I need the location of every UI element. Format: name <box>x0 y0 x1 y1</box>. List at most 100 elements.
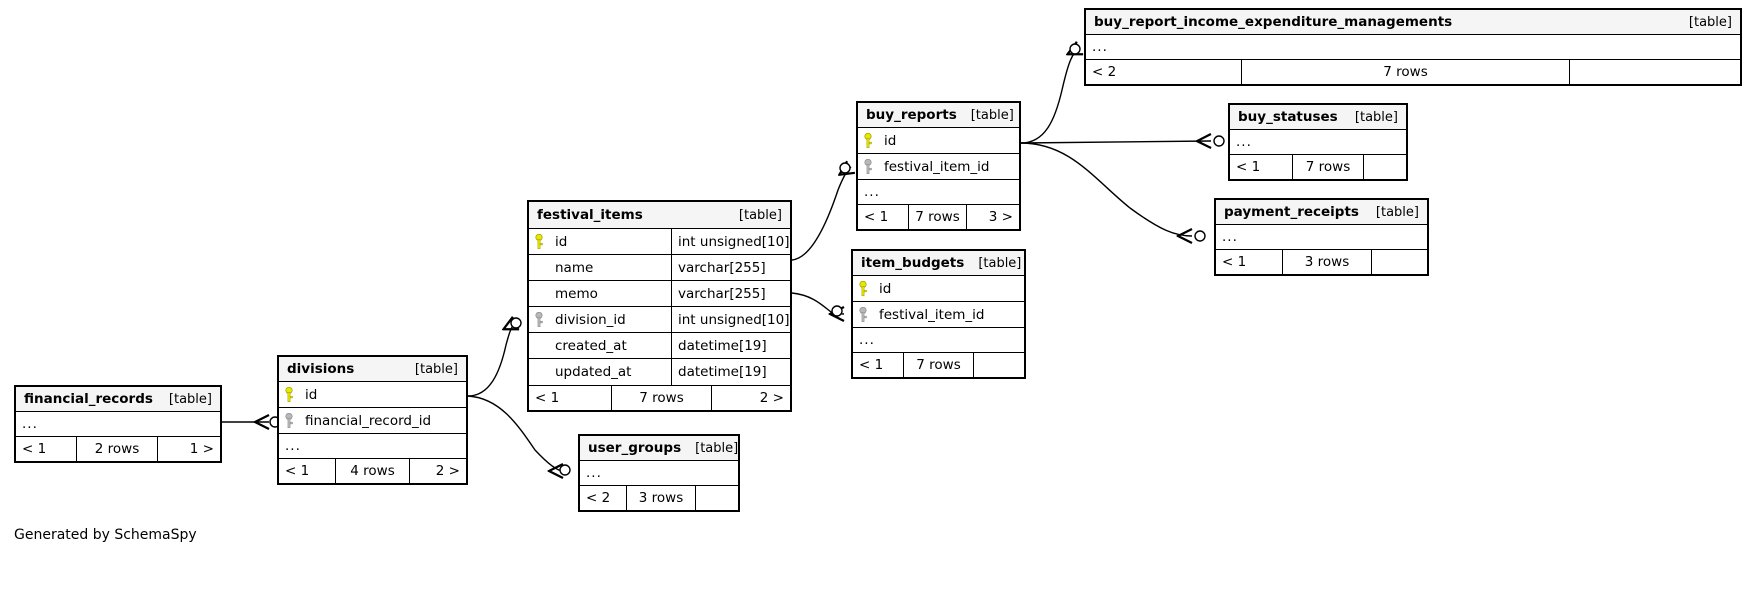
footer-child-count <box>1364 155 1406 179</box>
column-type: int unsigned[10] <box>671 307 790 332</box>
table-node-user-groups[interactable]: user_groups [table] ... < 2 3 rows <box>578 434 740 512</box>
footer-child-count: 2 > <box>759 390 784 406</box>
edge-divisions-to-festival-items <box>467 323 516 397</box>
foreign-key-icon <box>529 307 549 332</box>
table-title: buy_statuses <box>1238 109 1338 125</box>
table-header: buy_reports [table] <box>858 103 1019 128</box>
column-name: id <box>884 132 897 149</box>
footer-row-count: 3 rows <box>1282 250 1372 274</box>
table-node-payment-receipts[interactable]: payment_receipts [table] ... < 1 3 rows <box>1214 198 1429 276</box>
column-name: memo <box>555 285 598 302</box>
column-type: datetime[19] <box>671 333 790 358</box>
footer-parent-count: < 2 <box>586 490 611 506</box>
edge-endpoint-circle-bri-managements <box>1069 43 1081 55</box>
table-row: festival_item_id <box>853 302 1024 328</box>
foreign-key-icon <box>279 408 299 433</box>
table-columns: ... <box>580 461 738 485</box>
table-node-item-budgets[interactable]: item_budgets [table] id <box>851 249 1026 379</box>
table-header: buy_report_income_expenditure_management… <box>1086 10 1740 35</box>
column-name: created_at <box>555 337 627 354</box>
table-title: divisions <box>287 361 355 377</box>
table-header: festival_items [table] <box>529 202 790 229</box>
table-row: created_at datetime[19] <box>529 333 790 359</box>
table-node-divisions[interactable]: divisions [table] id <box>277 355 468 485</box>
table-title: festival_items <box>537 207 643 223</box>
footer-child-count <box>974 353 1024 377</box>
foreign-key-icon <box>853 302 873 327</box>
footer-row-count: 3 rows <box>626 486 696 510</box>
primary-key-icon <box>858 128 878 153</box>
table-node-buy-report-income-expenditure-managements[interactable]: buy_report_income_expenditure_management… <box>1084 8 1742 86</box>
table-tag: [table] <box>970 107 1014 123</box>
edge-endpoint-circle-buy-reports <box>839 162 851 174</box>
column-name: updated_at <box>555 364 632 380</box>
table-row: id <box>858 128 1019 154</box>
footer-row-count: 4 rows <box>335 459 410 483</box>
table-footer: < 1 7 rows 2 > <box>529 385 790 410</box>
table-columns: id financial_record_id ... <box>279 382 466 458</box>
table-row: memo varchar[255] <box>529 281 790 307</box>
edge-endpoint-circle-user-groups <box>559 464 571 476</box>
table-row: id <box>279 382 466 408</box>
table-columns: ... <box>1086 35 1740 59</box>
table-columns: id int unsigned[10] name varchar[255] me… <box>529 229 790 385</box>
table-header: buy_statuses [table] <box>1230 105 1406 130</box>
table-header: user_groups [table] <box>580 436 738 461</box>
table-title: buy_report_income_expenditure_management… <box>1094 14 1453 30</box>
table-header: item_budgets [table] <box>853 251 1024 276</box>
table-title: payment_receipts <box>1224 204 1359 220</box>
table-footer: < 1 3 rows <box>1216 249 1427 274</box>
table-node-financial-records[interactable]: financial_records [table] ... < 1 2 rows… <box>14 385 222 463</box>
edge-endpoint-circle-festival-items <box>510 317 522 329</box>
column-name: financial_record_id <box>305 412 432 429</box>
footer-parent-count: < 1 <box>1236 159 1261 175</box>
table-footer: < 2 7 rows <box>1086 59 1740 84</box>
table-node-festival-items[interactable]: festival_items [table] id int unsigned[1… <box>527 200 792 412</box>
column-name: ... <box>1092 39 1108 55</box>
table-title: item_budgets <box>861 255 965 271</box>
column-name: name <box>555 259 594 276</box>
table-footer: < 1 7 rows <box>1230 154 1406 179</box>
table-node-buy-statuses[interactable]: buy_statuses [table] ... < 1 7 rows <box>1228 103 1408 181</box>
table-row: ... <box>858 180 1019 204</box>
no-key-spacer <box>529 333 549 358</box>
edge-buy-reports-to-payment-receipts <box>1020 142 1192 236</box>
footer-parent-count: < 2 <box>1092 64 1117 80</box>
table-row: id <box>853 276 1024 302</box>
column-name: ... <box>1222 229 1238 245</box>
footer-row-count: 2 rows <box>76 437 158 461</box>
table-footer: < 2 3 rows <box>580 485 738 510</box>
table-row: id int unsigned[10] <box>529 229 790 255</box>
footer-parent-count: < 1 <box>22 441 47 457</box>
table-row: ... <box>279 434 466 458</box>
table-node-buy-reports[interactable]: buy_reports [table] id <box>856 101 1021 231</box>
table-columns: id festival_item_id ... <box>858 128 1019 204</box>
footer-row-count: 7 rows <box>908 205 967 229</box>
no-key-spacer <box>529 359 549 385</box>
table-tag: [table] <box>168 391 212 407</box>
table-title: buy_reports <box>866 107 957 123</box>
footer-child-count: 1 > <box>189 441 214 457</box>
column-name: ... <box>285 438 301 454</box>
column-name: id <box>879 280 892 297</box>
table-row: division_id int unsigned[10] <box>529 307 790 333</box>
edge-endpoint-circle-buy-statuses <box>1213 135 1225 147</box>
column-type: datetime[19] <box>671 359 790 385</box>
column-name: id <box>305 386 318 403</box>
column-name: ... <box>1236 134 1252 150</box>
primary-key-icon <box>853 276 873 301</box>
table-tag: [table] <box>978 255 1022 271</box>
footer-row-count: 7 rows <box>1292 155 1364 179</box>
table-row: financial_record_id <box>279 408 466 434</box>
table-footer: < 1 4 rows 2 > <box>279 458 466 483</box>
table-row: ... <box>580 461 738 485</box>
footer-row-count: 7 rows <box>1241 60 1570 84</box>
primary-key-icon <box>279 382 299 407</box>
column-name: ... <box>864 184 880 200</box>
table-footer: < 1 2 rows 1 > <box>16 436 220 461</box>
edge-buy-reports-to-buy-statuses <box>1020 141 1211 143</box>
table-row: name varchar[255] <box>529 255 790 281</box>
edge-endpoint-circle-payment-receipts <box>1194 230 1206 242</box>
foreign-key-icon <box>858 154 878 179</box>
